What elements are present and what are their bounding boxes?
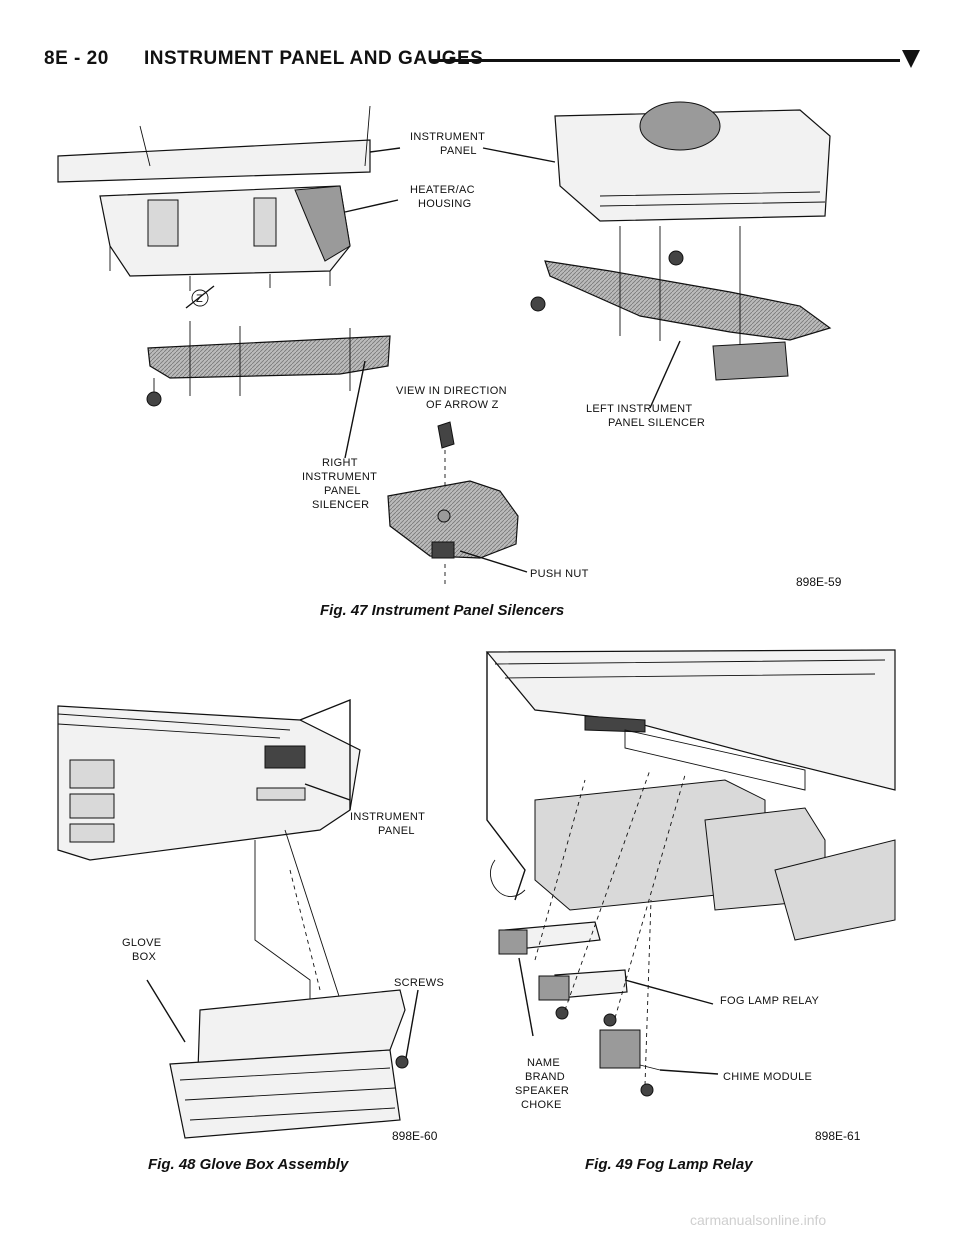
left-instrument-panel-silencer	[544, 260, 832, 341]
figure-49-caption: Fig. 49 Fog Lamp Relay	[585, 1156, 753, 1173]
screw-icon	[395, 1055, 409, 1069]
label-name-brand-4: CHOKE	[521, 1099, 562, 1111]
label-glove-box: GLOVE	[122, 937, 161, 949]
instrument-panel-top	[57, 139, 371, 183]
label-instrument-panel: INSTRUMENT	[410, 131, 485, 143]
label-instrument-panel: INSTRUMENT	[350, 811, 425, 823]
figure-48-caption: Fig. 48 Glove Box Assembly	[148, 1156, 349, 1173]
label-arrow-z: Z	[196, 293, 203, 305]
triangle-marker-icon	[902, 50, 920, 68]
knee-bolster-right	[774, 839, 896, 941]
screw-icon	[146, 391, 162, 407]
label-heater-ac: HEATER/AC	[410, 184, 475, 196]
label-view-direction-2: OF ARROW Z	[426, 399, 499, 411]
chime-module	[599, 1029, 641, 1069]
figure-47-illustration: INSTRUMENT PANEL HEATER/AC HOUSING Z VIE…	[57, 101, 842, 589]
label-name-brand-2: BRAND	[525, 1071, 565, 1083]
watermark: carmanualsonline.info	[690, 1212, 827, 1228]
label-left-silencer-2: PANEL SILENCER	[608, 417, 705, 429]
figure-code: 898E-59	[796, 575, 842, 589]
right-instrument-panel-silencer	[147, 335, 391, 379]
label-right-silencer: RIGHT	[322, 457, 358, 469]
label-left-silencer: LEFT INSTRUMENT	[586, 403, 692, 415]
dashboard	[57, 705, 361, 861]
label-instrument-panel-2: PANEL	[378, 825, 415, 837]
section-title: INSTRUMENT PANEL AND GAUGES	[144, 48, 484, 69]
label-view-direction: VIEW IN DIRECTION	[396, 385, 507, 397]
page-header: 8E - 20 INSTRUMENT PANEL AND GAUGES	[44, 44, 920, 76]
figure-47-caption: Fig. 47 Instrument Panel Silencers	[320, 602, 565, 619]
figure-48: INSTRUMENT PANEL GLOVE BOX SCREWS 898E-6…	[50, 690, 470, 1150]
vent-icon	[264, 745, 306, 769]
label-name-brand: NAME	[527, 1057, 560, 1069]
name-brand-speaker-choke	[498, 929, 528, 955]
figure-49: FOG LAMP RELAY CHIME MODULE NAME BRAND S…	[475, 640, 915, 1150]
label-right-silencer-3: PANEL	[324, 485, 361, 497]
label-chime-module: CHIME MODULE	[723, 1071, 812, 1083]
label-right-silencer-4: SILENCER	[312, 499, 369, 511]
header-rule	[430, 59, 900, 62]
figure-47: INSTRUMENT PANEL HEATER/AC HOUSING Z VIE…	[40, 96, 920, 606]
glove-box-lid	[197, 989, 406, 1071]
label-screws: SCREWS	[394, 977, 444, 989]
dash-underside	[485, 649, 896, 791]
label-name-brand-3: SPEAKER	[515, 1085, 569, 1097]
page-number: 8E - 20	[44, 48, 109, 69]
label-heater-ac-2: HOUSING	[418, 198, 471, 210]
figure-49-illustration: FOG LAMP RELAY CHIME MODULE NAME BRAND S…	[485, 649, 896, 1143]
silencer-detail	[387, 480, 519, 559]
fog-lamp-relay	[538, 975, 570, 1001]
figure-code: 898E-60	[392, 1129, 438, 1143]
label-fog-lamp-relay: FOG LAMP RELAY	[720, 995, 820, 1007]
label-push-nut: PUSH NUT	[530, 568, 589, 580]
label-glove-box-2: BOX	[132, 951, 156, 963]
figure-code: 898E-61	[815, 1129, 861, 1143]
figure-48-illustration: INSTRUMENT PANEL GLOVE BOX SCREWS 898E-6…	[57, 698, 444, 1143]
silencer-clip	[712, 341, 789, 381]
label-instrument-panel-2: PANEL	[440, 145, 477, 157]
label-right-silencer-2: INSTRUMENT	[302, 471, 377, 483]
